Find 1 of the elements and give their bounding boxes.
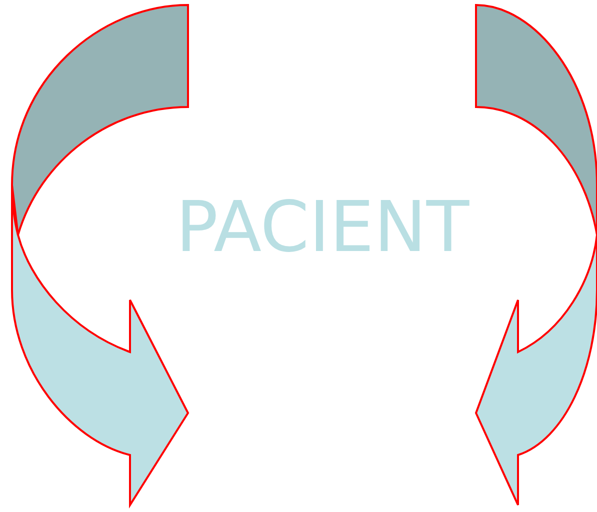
center-label: PACIENT — [174, 185, 470, 270]
